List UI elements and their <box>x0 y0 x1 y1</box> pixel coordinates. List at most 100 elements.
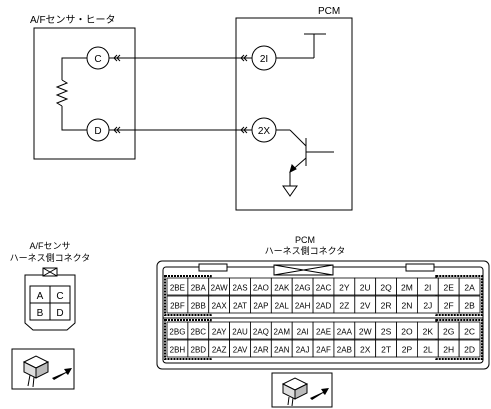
terminal-label: 2BB <box>191 302 206 311</box>
terminal-label: 2J <box>423 301 432 311</box>
terminal-label: 2AR <box>253 346 269 355</box>
terminal-label: 2BD <box>191 346 207 355</box>
terminal-label: 2R <box>381 301 392 311</box>
terminal-label: 2Y <box>339 283 350 293</box>
pcm-box <box>235 17 353 211</box>
connector-chevron-icon <box>240 126 245 134</box>
pcm-box-title: PCM <box>318 6 340 17</box>
terminal-label: 2P <box>402 345 413 355</box>
connector-chevron-icon <box>113 54 118 62</box>
terminal-label: 2AM <box>274 328 291 337</box>
terminal-label: 2BG <box>169 328 185 337</box>
pin-label: D <box>94 126 101 137</box>
terminal-label: 2BE <box>170 284 185 293</box>
pcm-connector-title-line1: PCM <box>295 235 315 245</box>
connector-chevron-icon <box>243 54 248 62</box>
terminal-label: 2AX <box>212 302 228 311</box>
terminal-label: 2K <box>423 327 434 337</box>
sensor-pin-d: D <box>86 118 110 142</box>
terminal-label: 2X <box>360 345 371 355</box>
connector-view-icon <box>271 372 333 408</box>
pcm-transistor <box>276 129 334 186</box>
terminal-label: 2D <box>464 345 475 355</box>
terminal-label: 2M <box>401 283 413 293</box>
terminal-label: 2AH <box>295 302 311 311</box>
sensor-connector-section: A/Fセンサ ハーネス側コネクタ A C B D <box>10 241 91 390</box>
terminal-label: 2AZ <box>212 346 227 355</box>
terminal-label: 2AY <box>212 328 227 337</box>
pcm-pin-2x: 2X <box>251 117 277 143</box>
terminal-label: 2AK <box>274 284 290 293</box>
sensor-pin-c: C <box>86 46 110 70</box>
terminal-label: 2AN <box>274 346 290 355</box>
terminal-label: 2Z <box>339 301 349 311</box>
pin-label: C <box>94 54 101 65</box>
terminal-label: 2AG <box>295 284 311 293</box>
terminal-label: 2T <box>381 345 391 355</box>
hatched-block <box>435 319 483 360</box>
sensor-box <box>33 27 136 160</box>
terminal-label: 2AD <box>316 302 332 311</box>
connector-chevron-icon <box>243 126 248 134</box>
terminal-label: 2AQ <box>253 328 269 337</box>
pcm-grid-hatch <box>164 275 483 360</box>
terminal-label: 2V <box>360 301 371 311</box>
ground-icon <box>282 185 298 197</box>
terminal-label: 2F <box>444 301 454 311</box>
terminal-label: 2AU <box>232 328 248 337</box>
heater-resistor <box>55 57 87 131</box>
terminal-label: 2I <box>424 283 431 293</box>
terminal-label: 2W <box>359 327 372 337</box>
terminal-label: 2A <box>464 283 475 293</box>
terminal-cell <box>458 339 481 358</box>
terminal-label: 2AT <box>233 302 247 311</box>
terminal-label: 2Q <box>380 283 392 293</box>
terminal-d: D <box>56 308 63 319</box>
terminal-label: 2N <box>402 301 413 311</box>
sensor-box-title: A/Fセンサ・ヒータ <box>30 14 116 26</box>
wire-d-2x <box>109 126 252 134</box>
terminal-label: 2E <box>443 283 454 293</box>
terminal-label: 2AS <box>232 284 247 293</box>
terminal-label: 2O <box>401 327 413 337</box>
connector-chevron-icon <box>116 54 121 62</box>
terminal-a: A <box>37 291 44 302</box>
terminal-label: 2AF <box>316 346 331 355</box>
hatched-block <box>164 275 212 316</box>
sensor-connector-title-line2: ハーネス側コネクタ <box>10 252 91 263</box>
terminal-label: 2BF <box>170 302 185 311</box>
connector-chevron-icon <box>240 54 245 62</box>
circuit-section: A/Fセンサ・ヒータ PCM C D 2I 2X <box>30 6 353 211</box>
terminal-label: 2BH <box>170 346 186 355</box>
connector-chevron-icon <box>116 126 121 134</box>
pin-label: 2X <box>258 126 271 137</box>
terminal-label: 2BC <box>191 328 207 337</box>
hatched-block <box>164 319 212 360</box>
terminal-c: C <box>56 291 63 302</box>
terminal-label: 2AL <box>275 302 290 311</box>
terminal-label: 2AP <box>253 302 268 311</box>
terminal-label: 2G <box>443 327 454 337</box>
terminal-label: 2BA <box>191 284 207 293</box>
terminal-label: 2H <box>443 345 454 355</box>
terminal-label: 2S <box>381 327 392 337</box>
sensor-connector-face <box>24 267 76 331</box>
terminal-label: 2U <box>360 283 371 293</box>
terminal-label: 2AI <box>297 328 309 337</box>
terminal-cell <box>458 295 481 314</box>
terminal-label: 2C <box>464 327 475 337</box>
terminal-label: 2AV <box>233 346 248 355</box>
terminal-label: 2AW <box>211 284 228 293</box>
connector-chevron-icon <box>113 126 118 134</box>
pin-label: 2I <box>260 54 268 65</box>
terminal-b: B <box>37 308 44 319</box>
terminal-label: 2AC <box>316 284 332 293</box>
sensor-connector-title-line1: A/Fセンサ <box>29 241 70 251</box>
wire-c-2i <box>109 54 252 62</box>
terminal-label: 2AB <box>337 346 352 355</box>
pcm-connector-title-line2: ハーネス側コネクタ <box>265 245 346 256</box>
pcm-supply-line <box>276 33 326 59</box>
pcm-pin-2i: 2I <box>251 45 277 71</box>
